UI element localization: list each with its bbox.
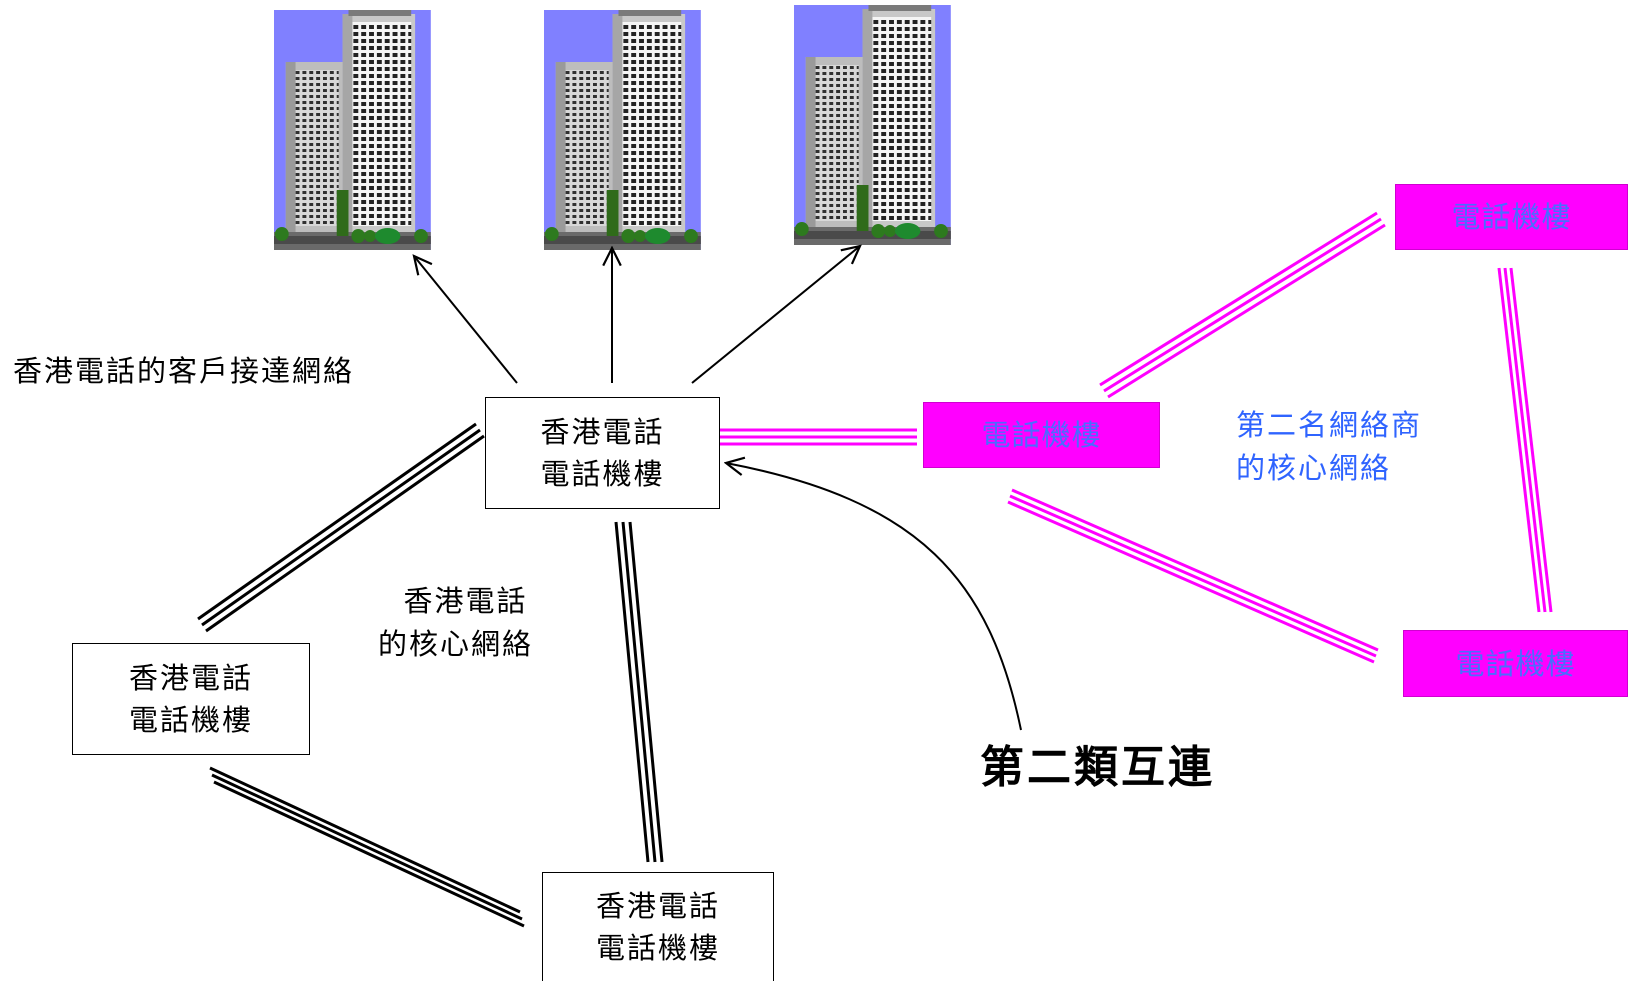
other-exchange-bottom: 電話機樓	[1403, 630, 1628, 697]
link-main-to-bottom	[614, 521, 664, 863]
pccw-core-label: 香港電話 的核心網絡	[378, 580, 533, 666]
pccw-exchange-left-line1: 香港電話	[128, 661, 253, 695]
building-icon-1	[274, 10, 431, 250]
pccw-exchange-bottom-line2: 電話機樓	[595, 931, 720, 965]
interconnect-arrow	[726, 463, 1022, 731]
building-icon-2	[544, 10, 701, 250]
pccw-core-label-line1: 香港電話	[403, 584, 528, 618]
pccw-main-exchange-line1: 香港電話	[540, 415, 665, 449]
pccw-exchange-left: 香港電話 電話機樓	[72, 643, 310, 755]
link-interconnect	[720, 428, 917, 446]
link-other-mid-to-top	[1099, 211, 1386, 399]
link-main-to-left	[197, 422, 485, 633]
pccw-main-exchange-line2: 電話機樓	[540, 457, 665, 491]
link-other-top-to-bottom	[1497, 267, 1553, 613]
pccw-core-label-line2: 的核心網絡	[378, 627, 534, 661]
pccw-main-exchange: 香港電話 電話機樓	[485, 397, 720, 509]
access-arrows	[414, 246, 860, 384]
access-arrow-1	[414, 256, 518, 384]
pccw-exchange-left-line2: 電話機樓	[128, 703, 253, 737]
other-exchange-top: 電話機樓	[1395, 184, 1628, 250]
pccw-core-links	[197, 422, 664, 928]
other-exchange-mid: 電話機樓	[923, 402, 1160, 468]
other-exchange-mid-label: 電話機樓	[981, 418, 1102, 452]
other-exchange-bottom-label: 電話機樓	[1455, 646, 1576, 681]
pccw-exchange-bottom: 香港電話 電話機樓	[542, 872, 774, 981]
interconnect-label: 第二類互連	[980, 742, 1215, 793]
link-other-mid-to-bottom	[1007, 488, 1379, 664]
building-icon-3	[794, 5, 951, 245]
pccw-exchange-bottom-line1: 香港電話	[595, 889, 720, 923]
access-network-label: 香港電話的客戶接達網絡	[13, 354, 355, 388]
other-core-links	[720, 211, 1553, 664]
link-left-to-bottom	[209, 766, 525, 928]
other-core-label-line1: 第二名網絡商	[1236, 408, 1423, 442]
other-core-label: 第二名網絡商 的核心網絡	[1236, 404, 1422, 490]
other-core-label-line2: 的核心網絡	[1236, 451, 1392, 485]
access-arrow-3	[691, 246, 860, 384]
other-exchange-top-label: 電話機樓	[1451, 200, 1572, 234]
